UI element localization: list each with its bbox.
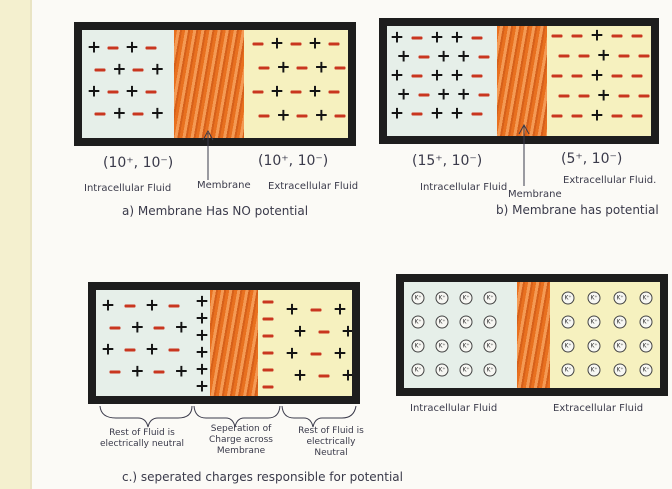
- brace-right: [282, 406, 356, 427]
- panel-d-extra-label: Extracellular Fluid: [553, 403, 643, 414]
- panel-c-caption: c.) seperated charges responsible for po…: [122, 470, 403, 484]
- panel-d-intra-label: Intracellular Fluid: [410, 403, 497, 414]
- panel-b-intra-concentration: (15⁺, 10⁻): [412, 153, 482, 169]
- panel-b-intra-label: Intracellular Fluid: [420, 182, 507, 193]
- brace-left: [100, 406, 192, 427]
- panel-a-extra-concentration: (10⁺, 10⁻): [258, 153, 328, 169]
- panel-c-left-label: Rest of Fluid is electrically neutral: [94, 428, 190, 450]
- panel-a-caption: a) Membrane Has NO potential: [122, 204, 308, 218]
- panel-b-extra-label: Extracellular Fluid.: [563, 175, 656, 186]
- panel-a-intra-label: Intracellular Fluid: [84, 183, 171, 194]
- panel-b-extra-concentration: (5⁺, 10⁻): [561, 151, 622, 167]
- panel-c-middle-label: Seperation of Charge across Membrane: [196, 424, 286, 457]
- panel-b-membrane-label: Membrane: [508, 189, 562, 200]
- panel-c-right-label: Rest of Fluid is electrically Neutral: [292, 426, 370, 459]
- panel-a-intra-concentration: (10⁺, 10⁻): [103, 155, 173, 171]
- panel-a-membrane-label: Membrane: [197, 180, 251, 191]
- panel-b-caption: b) Membrane has potential: [496, 203, 659, 217]
- panel-a-extra-label: Extracellular Fluid: [268, 181, 358, 192]
